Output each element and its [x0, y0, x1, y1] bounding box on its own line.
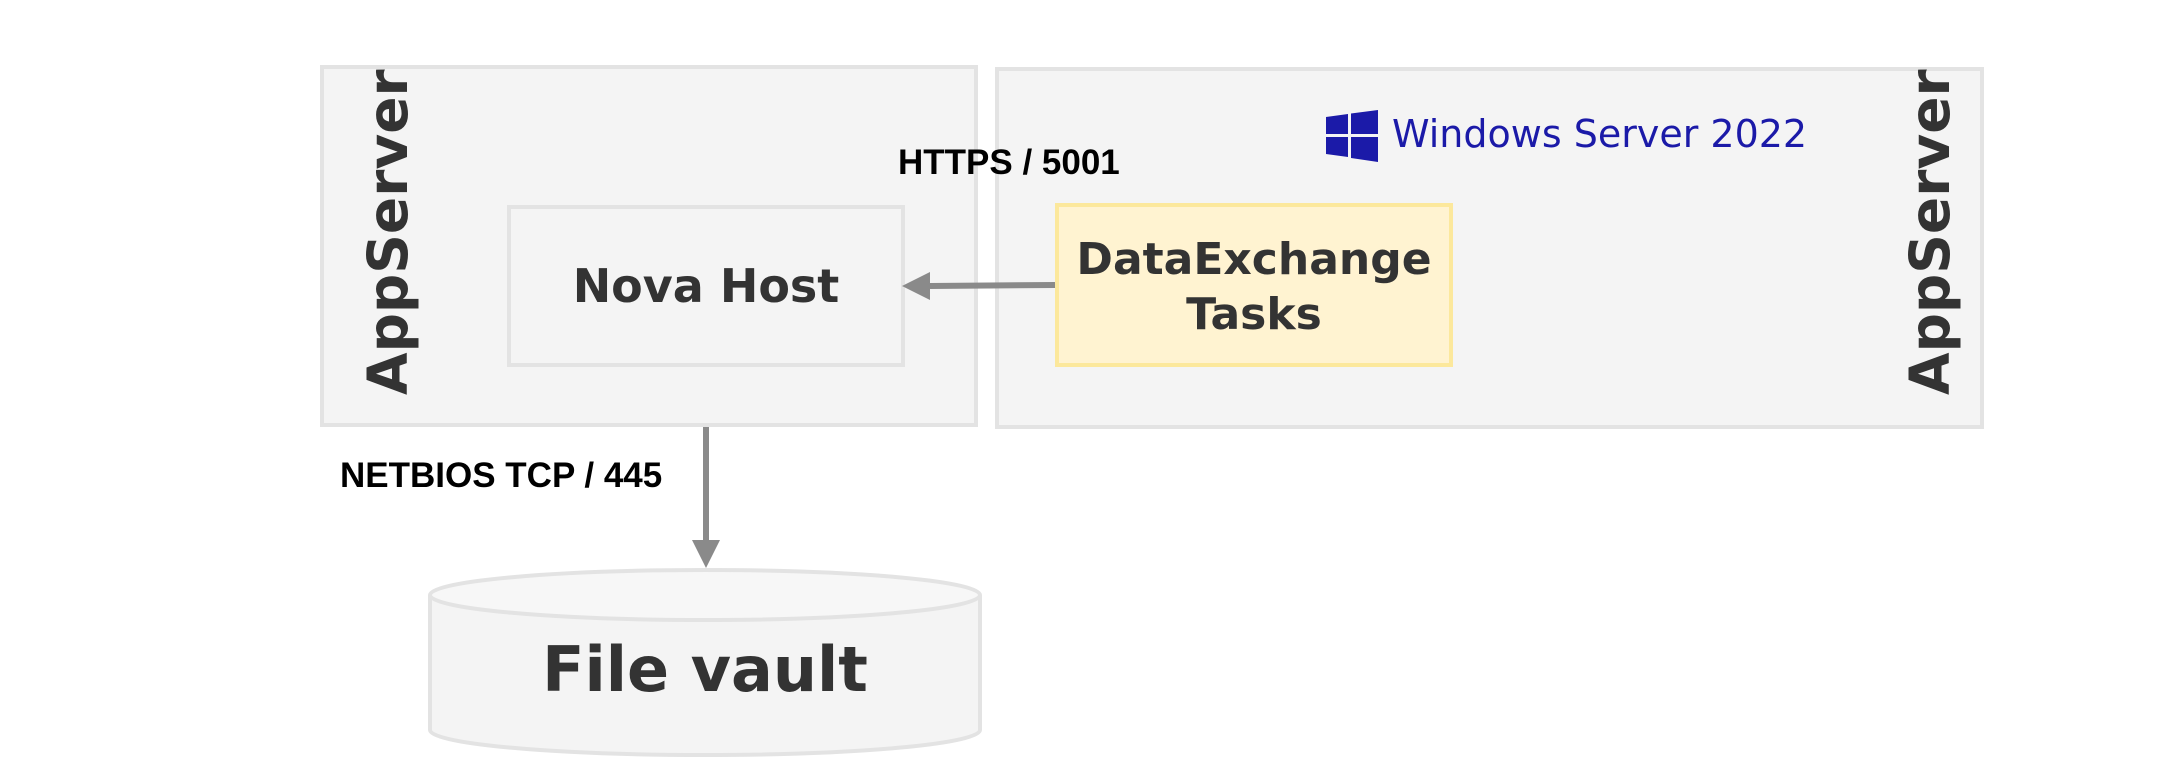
- windows-logo-icon: [1326, 110, 1378, 162]
- file-vault-label: File vault: [542, 633, 868, 706]
- dataexchange-label-line2: Tasks: [1186, 289, 1322, 340]
- dataexchange-label-line1: DataExchange: [1076, 234, 1432, 285]
- netbios-arrow: [692, 427, 720, 568]
- dataexchange-tasks-node: DataExchange Tasks: [1055, 203, 1453, 367]
- https-arrow: [902, 272, 1056, 300]
- netbios-connection-label: NETBIOS TCP / 445: [340, 456, 663, 495]
- file-vault-cylinder: [428, 568, 982, 757]
- https-connection-label: HTTPS / 5001: [898, 143, 1120, 182]
- nova-host-label: Nova Host: [572, 259, 840, 313]
- os-label: Windows Server 2022: [1392, 112, 1808, 156]
